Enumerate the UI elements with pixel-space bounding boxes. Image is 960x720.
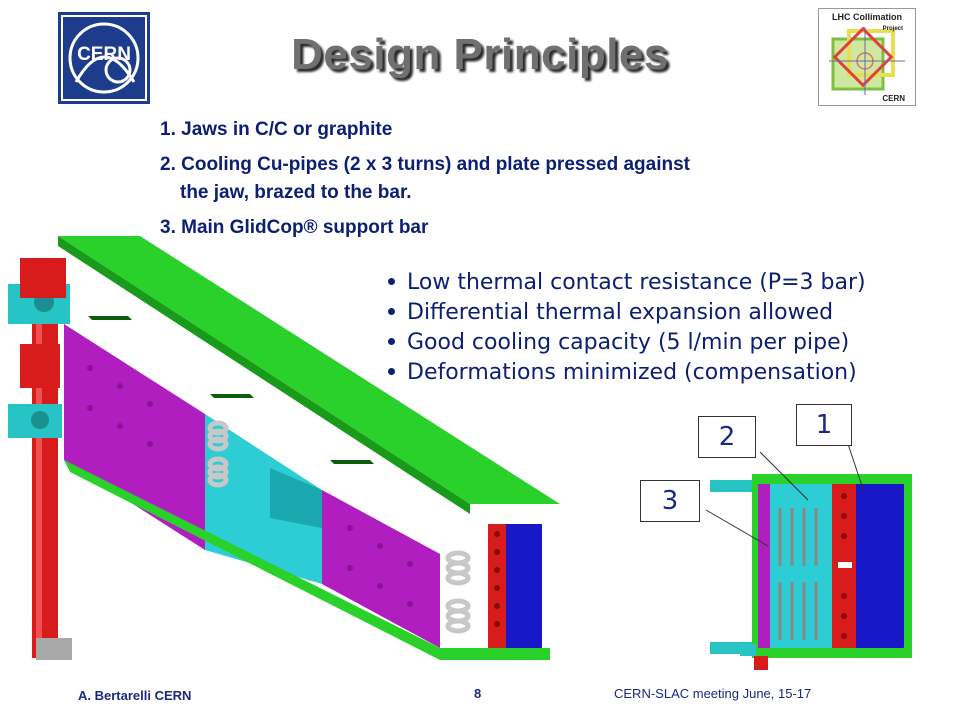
jaw-cross-section-view: [700, 466, 930, 676]
numbered-item-2-cont: the jaw, brazed to the bar.: [180, 182, 412, 203]
slide-title: Design Principles: [291, 30, 669, 79]
numbered-item-3: 3. Main GlidCop® support bar: [160, 217, 429, 238]
footer-author: A. Bertarelli CERN: [78, 688, 192, 703]
cern-logo: CERN: [58, 12, 150, 104]
bullet-item: Good cooling capacity (5 l/min per pipe): [388, 328, 866, 358]
bullet-dot-icon: [388, 277, 395, 285]
lhc-collimation-logo: LHC Collimation Project CERN: [818, 8, 916, 106]
jaw-assembly-isometric-view: [0, 228, 560, 672]
callout-label-3: 3: [640, 480, 700, 522]
bullet-list: Low thermal contact resistance (P=3 bar)…: [388, 268, 866, 388]
numbered-item-2: 2. Cooling Cu-pipes (2 x 3 turns) and pl…: [160, 154, 690, 175]
bullet-dot-icon: [388, 307, 395, 315]
bullet-dot-icon: [388, 367, 395, 375]
bullet-dot-icon: [388, 337, 395, 345]
cern-logo-text: CERN: [77, 44, 131, 65]
bullet-item: Differential thermal expansion allowed: [388, 298, 866, 328]
bullet-item: Deformations minimized (compensation): [388, 358, 866, 388]
lhc-logo-line3: CERN: [882, 94, 905, 103]
lhc-logo-line1: LHC Collimation: [832, 12, 902, 22]
callout-label-2: 2: [698, 416, 756, 458]
callout-lines: [620, 400, 920, 600]
footer-meeting: CERN-SLAC meeting June, 15-17: [614, 686, 812, 701]
bullet-item: Low thermal contact resistance (P=3 bar): [388, 268, 866, 298]
footer-page-number: 8: [474, 686, 482, 701]
numbered-item-1: 1. Jaws in C/C or graphite: [160, 119, 393, 140]
callout-label-1: 1: [796, 404, 852, 446]
lhc-logo-line2: Project: [883, 26, 903, 32]
